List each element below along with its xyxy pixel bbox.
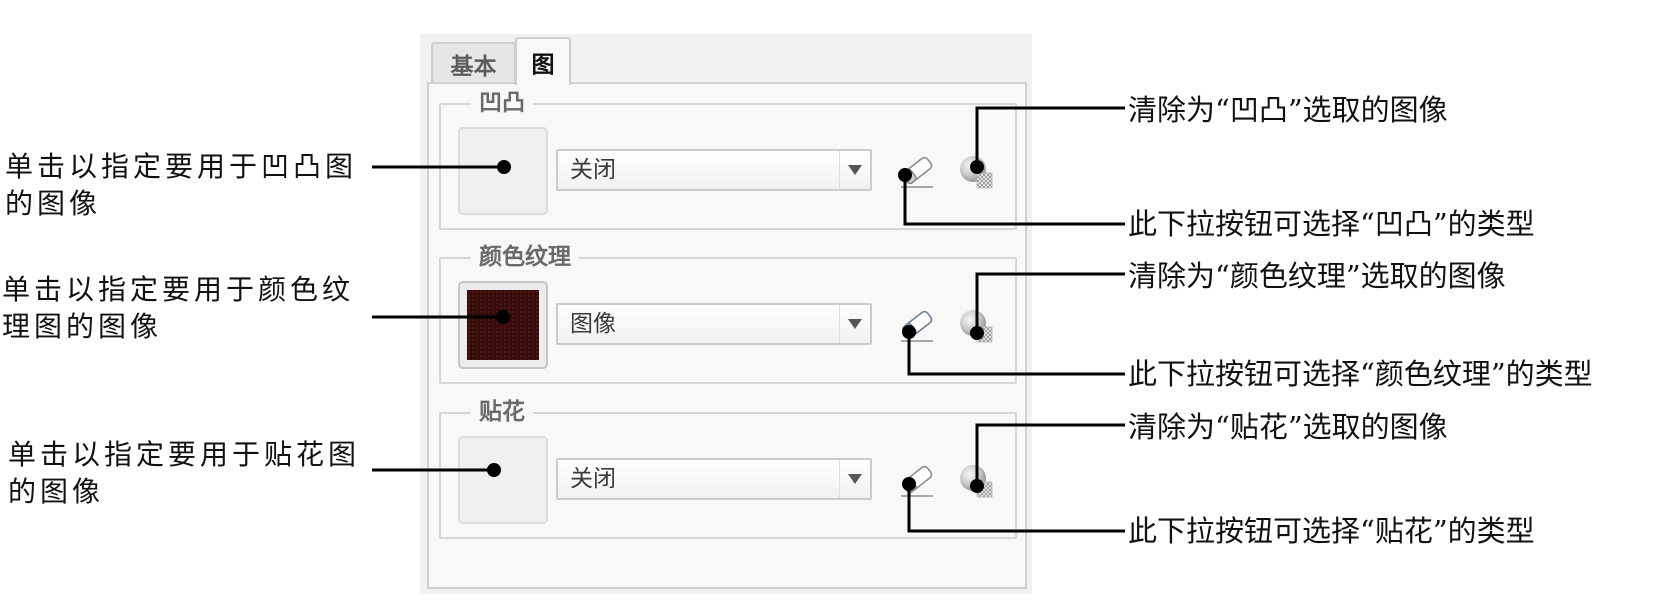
annotation-color-texture-thumbnail: 单击以指定要用于颜色纹 理图的图像: [2, 271, 354, 345]
color-texture-group: 颜色纹理 图像: [439, 242, 1017, 384]
annotation-color-texture-type: 此下拉按钮可选择“颜色纹理”的类型: [1128, 357, 1593, 391]
bump-clear-button[interactable]: [957, 152, 997, 192]
annotation-decal-thumbnail: 单击以指定要用于贴花图 的图像: [8, 436, 360, 510]
decal-mode-value: 关闭: [570, 466, 616, 492]
bump-group: 凹凸 关闭: [439, 88, 1017, 230]
texture-swatch: [467, 290, 539, 360]
annotation-color-texture-clear: 清除为“颜色纹理”选取的图像: [1128, 259, 1506, 293]
color-texture-group-legend: 颜色纹理: [471, 242, 579, 272]
bump-image-thumbnail[interactable]: [458, 127, 548, 215]
tab-basic[interactable]: 基本: [431, 42, 516, 84]
bump-dropdown-arrow-button[interactable]: [839, 151, 870, 189]
decal-type-button[interactable]: [897, 461, 937, 501]
annotation-line: 单击以指定要用于凹凸图: [5, 150, 358, 183]
annotation-decal-clear: 清除为“贴花”选取的图像: [1128, 410, 1448, 444]
tab-map[interactable]: 图: [515, 37, 571, 85]
color-texture-image-thumbnail[interactable]: [458, 281, 548, 369]
decal-image-thumbnail[interactable]: [458, 436, 548, 524]
sphere-icon: [960, 156, 993, 189]
annotation-line: 理图的图像: [2, 310, 163, 343]
annotation-line: 的图像: [8, 475, 105, 508]
eraser-icon: [901, 465, 933, 497]
annotation-bump-clear: 清除为“凹凸”选取的图像: [1128, 93, 1448, 127]
triangle-down-icon: [848, 319, 862, 329]
annotation-line: 单击以指定要用于贴花图: [8, 438, 361, 471]
bump-mode-dropdown[interactable]: 关闭: [556, 149, 872, 191]
bump-type-button[interactable]: [897, 152, 937, 192]
triangle-down-icon: [848, 474, 862, 484]
decal-clear-button[interactable]: [957, 461, 997, 501]
color-texture-type-button[interactable]: [897, 306, 937, 346]
annotation-line: 单击以指定要用于颜色纹: [2, 273, 355, 306]
decal-dropdown-arrow-button[interactable]: [839, 460, 870, 498]
color-texture-mode-dropdown[interactable]: 图像: [556, 303, 872, 345]
decal-group-legend: 贴花: [471, 397, 533, 427]
annotation-line: 的图像: [5, 187, 102, 220]
color-texture-dropdown-arrow-button[interactable]: [839, 305, 870, 343]
sphere-icon: [960, 465, 993, 498]
annotation-decal-type: 此下拉按钮可选择“贴花”的类型: [1128, 514, 1535, 548]
bump-mode-value: 关闭: [570, 157, 616, 183]
annotation-bump-thumbnail: 单击以指定要用于凹凸图 的图像: [5, 148, 357, 222]
annotation-bump-type: 此下拉按钮可选择“凹凸”的类型: [1128, 207, 1535, 241]
bump-group-legend: 凹凸: [471, 88, 533, 118]
color-texture-clear-button[interactable]: [957, 306, 997, 346]
color-texture-mode-value: 图像: [570, 311, 616, 337]
eraser-icon: [901, 156, 933, 188]
decal-mode-dropdown[interactable]: 关闭: [556, 458, 872, 500]
triangle-down-icon: [848, 165, 862, 175]
eraser-icon: [901, 310, 933, 342]
decal-group: 贴花 关闭: [439, 397, 1017, 539]
sphere-icon: [960, 310, 993, 343]
